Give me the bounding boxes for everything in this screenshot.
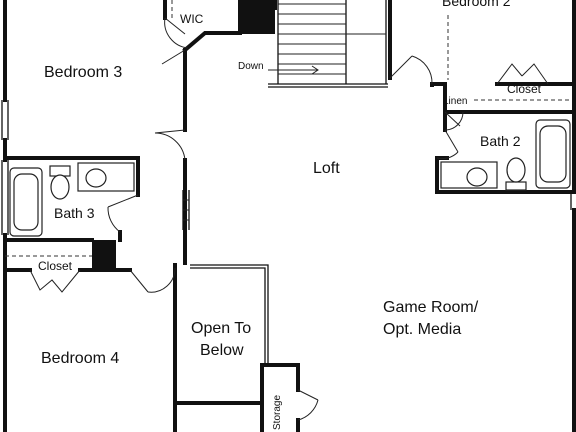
label-storage: Storage [272,395,283,430]
label-game-room-line2: Opt. Media [383,321,461,338]
label-bath-2: Bath 2 [480,133,521,149]
label-bedroom-3: Bedroom 3 [44,64,122,81]
walls [3,0,576,432]
staircase [268,0,388,88]
fixtures [5,0,571,257]
label-bedroom-4: Bedroom 4 [41,350,119,367]
label-bath-3: Bath 3 [54,205,95,221]
open-to-below-railing [190,264,269,365]
windows [1,100,572,235]
doors [29,17,549,421]
label-loft: Loft [313,160,340,177]
label-down: Down [238,61,264,72]
room-labels: Bedroom 2 WIC Bedroom 3 Down Linen Close… [38,0,542,430]
label-bedroom-2: Bedroom 2 [442,0,511,9]
solid-wall-blocks [92,0,275,270]
label-linen: Linen [443,96,467,107]
label-closet-right: Closet [507,82,542,96]
label-game-room-line1: Game Room/ [383,299,479,316]
label-wic: WIC [180,12,204,26]
label-open-to-below-line2: Below [200,342,244,359]
label-open-to-below-line1: Open To [191,320,251,337]
label-closet-left: Closet [38,259,73,273]
